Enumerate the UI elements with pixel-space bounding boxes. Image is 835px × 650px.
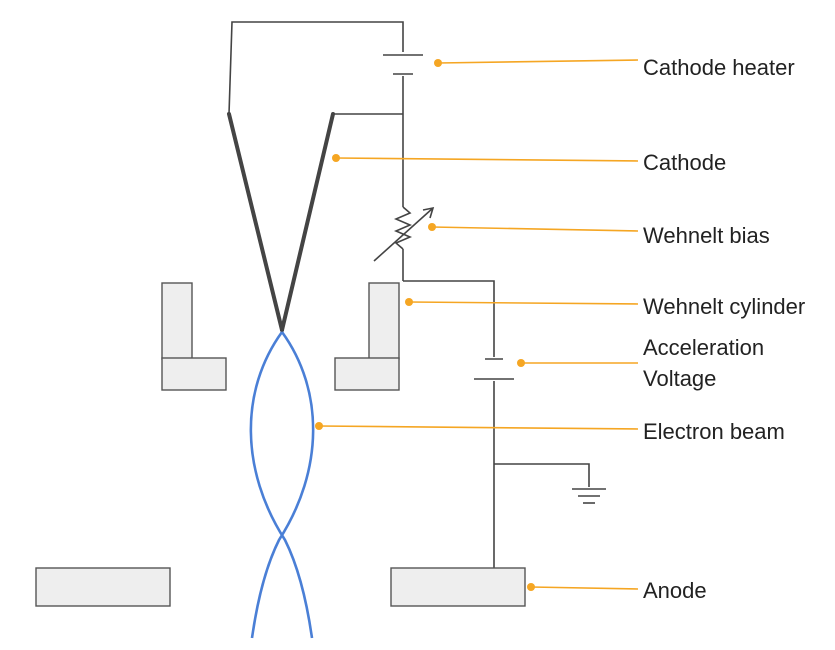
electron-beam-path-a xyxy=(249,331,314,639)
leader-dot-anode xyxy=(527,583,535,591)
resistor-zigzag xyxy=(393,206,413,250)
electron-beam-path-b xyxy=(250,331,315,639)
leader-dot-cathode xyxy=(332,154,340,162)
resistor-arrow-shaft xyxy=(373,207,434,262)
anode-right-plate xyxy=(390,567,526,607)
label-wehnelt-cylinder: Wehnelt cylinder xyxy=(643,294,805,319)
resistor-arrow-head xyxy=(422,206,435,219)
cathode xyxy=(227,112,335,332)
wehnelt-left-vertical xyxy=(161,282,193,360)
acceleration-circuit xyxy=(403,280,590,568)
cathode-right-arm xyxy=(280,112,335,332)
label-electron-beam: Electron beam xyxy=(643,419,785,444)
ground-icon xyxy=(572,488,606,504)
anode-left-plate xyxy=(35,567,171,607)
leader-wehnelt-bias xyxy=(431,226,639,232)
heater-wire-left xyxy=(228,21,404,115)
wehnelt-right-horizontal xyxy=(334,357,400,391)
label-cathode: Cathode xyxy=(643,150,726,175)
leader-anode xyxy=(530,586,639,590)
electron-beam xyxy=(249,331,315,639)
leader-dot-wehnelt-cylinder xyxy=(405,298,413,306)
leader-dot-acceleration-voltage xyxy=(517,359,525,367)
ground-wire xyxy=(494,463,590,487)
label-wehnelt-bias: Wehnelt bias xyxy=(643,223,770,248)
leader-electron-beam xyxy=(318,425,639,430)
accel-wire-top xyxy=(403,280,495,357)
leader-dot-wehnelt-bias xyxy=(428,223,436,231)
cathode-left-arm xyxy=(227,112,284,332)
wehnelt-right-vertical xyxy=(368,282,400,360)
leader-dot-cathode-heater xyxy=(434,59,442,67)
leader-wehnelt-cylinder xyxy=(408,301,639,305)
labels: Cathode heater Cathode Wehnelt bias Wehn… xyxy=(643,55,805,603)
anode xyxy=(35,567,526,607)
label-acceleration: Acceleration xyxy=(643,335,764,360)
wehnelt-bias-resistor xyxy=(373,206,435,281)
label-voltage: Voltage xyxy=(643,366,716,391)
heater-circuit xyxy=(228,21,423,207)
label-anode: Anode xyxy=(643,578,707,603)
leader-lines xyxy=(315,59,639,591)
wehnelt-left-horizontal xyxy=(161,357,227,391)
label-cathode-heater: Cathode heater xyxy=(643,55,795,80)
leader-cathode-heater xyxy=(437,59,639,64)
leader-dot-electron-beam xyxy=(315,422,323,430)
leader-cathode xyxy=(335,157,639,162)
wehnelt-cylinder xyxy=(161,282,400,391)
